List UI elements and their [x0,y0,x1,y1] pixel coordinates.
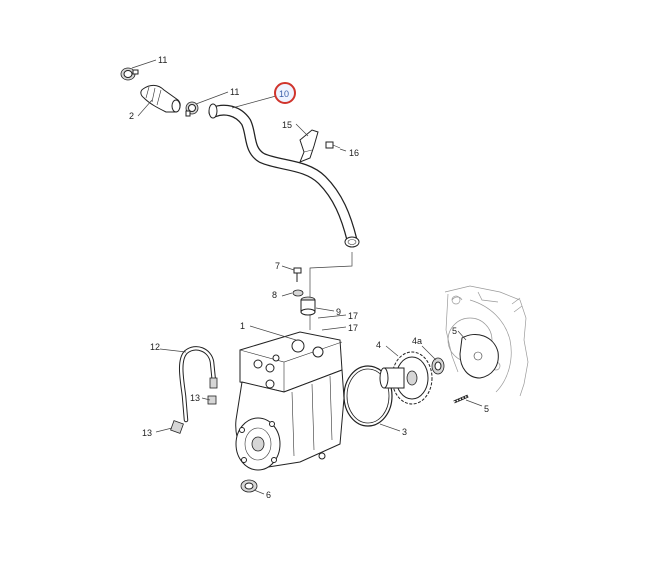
label-3: 3 [402,427,407,437]
sealing-washer [292,289,304,297]
label-10: 10 [279,89,289,99]
air-compressor [235,331,345,471]
drain-plug [240,479,258,493]
label-15: 15 [282,120,292,130]
air-intake-pipe [208,103,360,248]
label-5-upper: 5 [452,326,457,336]
mounting-stud [453,394,469,404]
fitting-bolt [293,267,302,282]
oil-pipe [179,346,218,423]
o-ring-seal [343,365,393,427]
label-4: 4 [376,340,381,350]
highlight-ring [274,82,296,104]
label-4a: 4a [412,336,422,346]
mounting-gasket [459,334,499,379]
leader-lines [131,59,483,495]
label-9: 9 [336,307,341,317]
label-11-lower: 11 [230,87,239,97]
hose-clamp-lower [185,101,199,117]
drive-gear [379,351,433,405]
banjo-fitting-upper [207,395,217,405]
label-1: 1 [240,321,245,331]
label-13-upper: 13 [190,393,200,403]
label-6: 6 [266,490,271,500]
bracket-bolt [325,141,341,149]
label-17-upper: 17 [348,311,358,321]
part-labels: 11 2 11 10 15 16 7 8 9 17 17 1 12 4 4a 5… [129,55,489,500]
banjo-fitting-lower [170,420,184,434]
pipe-bracket [299,129,319,163]
label-16: 16 [349,148,359,158]
label-13-lower: 13 [142,428,152,438]
hose-clamp-upper [120,67,139,81]
gear-nut [431,357,445,375]
label-7: 7 [275,261,280,271]
label-11-upper: 11 [158,55,167,65]
label-2: 2 [129,111,134,121]
pipe-fitting [300,296,316,316]
short-hose [140,84,181,113]
label-5-lower: 5 [484,404,489,414]
label-12: 12 [150,342,160,352]
label-17-lower: 17 [348,323,358,333]
label-8: 8 [272,290,277,300]
